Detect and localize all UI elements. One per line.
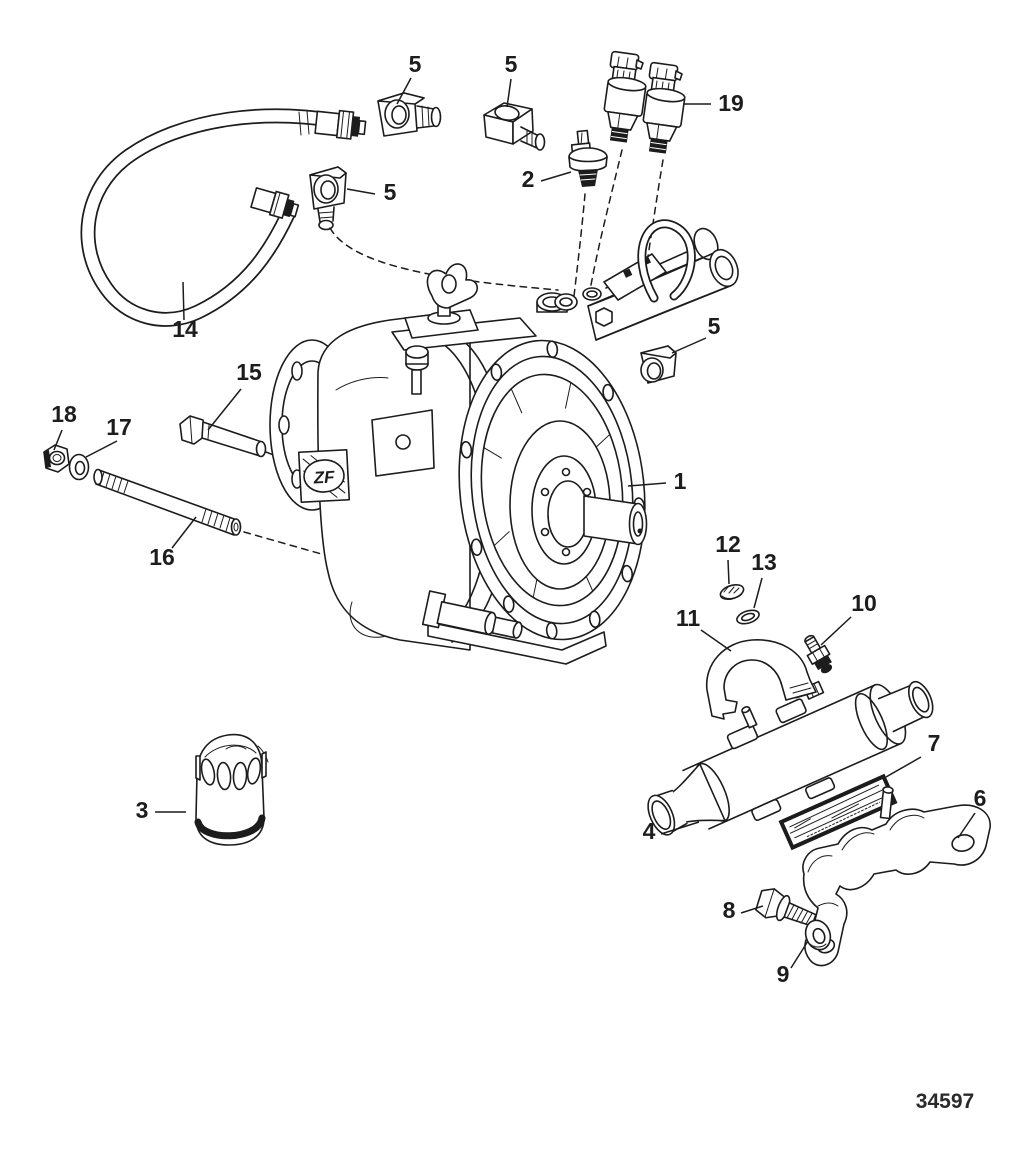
callout-labels: 5 5 2 19 5 14 15 18 17 16 1 5 12 13 11 1… <box>51 51 986 987</box>
drawing-number: 34597 <box>916 1090 974 1113</box>
callout-6: 6 <box>974 785 987 811</box>
part-plug-12 <box>719 583 745 601</box>
part-transmission-1: ZF <box>269 219 739 665</box>
callout-5d: 5 <box>708 313 721 339</box>
callout-11: 11 <box>676 605 701 631</box>
callout-8: 8 <box>723 897 736 923</box>
callout-2: 2 <box>522 166 535 192</box>
part-fitting-5c <box>309 166 347 231</box>
part-switch-19a <box>603 50 647 143</box>
callout-4: 4 <box>643 818 656 844</box>
zf-logo: ZF <box>312 467 335 487</box>
part-cooler-4 <box>647 680 934 836</box>
callout-18: 18 <box>51 401 77 427</box>
part-fitting-5a <box>377 92 442 137</box>
part-sensor-2 <box>568 129 608 187</box>
callout-7: 7 <box>928 730 941 756</box>
leader-lines <box>53 77 976 969</box>
part-washer-17 <box>68 453 90 481</box>
part-stud-16 <box>93 468 242 536</box>
callout-3: 3 <box>136 797 149 823</box>
part-bracket-6 <box>802 786 991 967</box>
part-clamp-11 <box>705 639 817 720</box>
part-fitting-5d <box>640 345 677 384</box>
part-oil-filter-3 <box>194 733 269 846</box>
part-fitting-10 <box>804 634 833 674</box>
part-bolt-8 <box>755 888 817 927</box>
callout-15: 15 <box>236 359 262 385</box>
part-seal-13 <box>736 609 760 625</box>
callout-16: 16 <box>149 544 175 570</box>
callout-5c: 5 <box>384 179 397 205</box>
callout-14: 14 <box>172 316 198 342</box>
part-hose-14 <box>80 108 367 327</box>
part-bolt-15 <box>179 415 267 458</box>
callout-10: 10 <box>851 590 877 616</box>
part-switch-19b <box>642 61 686 154</box>
part-nut-18 <box>43 444 70 473</box>
callout-9: 9 <box>777 961 790 987</box>
callout-13: 13 <box>751 549 777 575</box>
callout-1: 1 <box>674 468 687 494</box>
callout-5a: 5 <box>409 51 422 77</box>
callout-19: 19 <box>718 90 744 116</box>
callout-12: 12 <box>715 531 741 557</box>
part-fitting-5b <box>483 102 546 151</box>
part-washer-9 <box>804 919 832 951</box>
callout-17: 17 <box>106 414 132 440</box>
callout-5b: 5 <box>505 51 518 77</box>
